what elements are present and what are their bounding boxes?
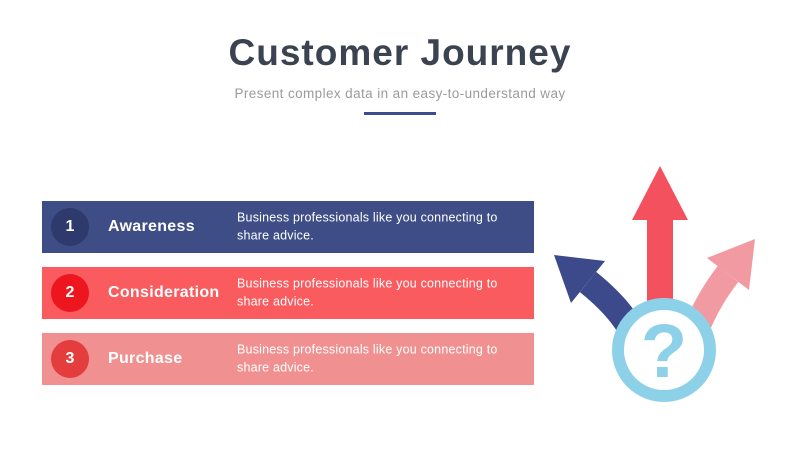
question-mark-icon: ?: [641, 309, 687, 394]
step-description: Business professionals like you connecti…: [237, 209, 527, 245]
step-description-line: share advice.: [237, 228, 314, 242]
step-label: Awareness: [108, 218, 195, 235]
right-arrow-head-icon: [707, 239, 755, 290]
step-description-line: Business professionals like you connecti…: [237, 210, 498, 225]
journey-step-awareness: 1 Awareness Business professionals like …: [42, 201, 534, 253]
title-divider: [364, 111, 436, 115]
page-title: Customer Journey: [228, 32, 572, 73]
step-label: Purchase: [108, 350, 183, 367]
step-description-line: share advice.: [237, 294, 314, 308]
three-way-arrows-question-icon: ?: [554, 166, 755, 402]
step-description-line: share advice.: [237, 360, 314, 374]
slide-header: Customer Journey Present complex data in…: [0, 32, 800, 115]
question-circle: [612, 298, 716, 402]
journey-step-consideration: 2 Consideration Business professionals l…: [42, 267, 534, 319]
step-number-badge: 3: [51, 340, 89, 378]
step-description: Business professionals like you connecti…: [237, 275, 527, 311]
step-description-line: Business professionals like you connecti…: [237, 342, 498, 357]
step-description: Business professionals like you connecti…: [237, 341, 527, 377]
step-label: Consideration: [108, 284, 220, 301]
journey-step-purchase: 3 Purchase Business professionals like y…: [42, 333, 534, 385]
step-number-badge: 1: [51, 208, 89, 246]
page-subtitle: Present complex data in an easy-to-under…: [234, 85, 566, 101]
up-arrow-icon: [632, 166, 688, 340]
step-number-badge: 2: [51, 274, 89, 312]
step-description-line: Business professionals like you connecti…: [237, 276, 498, 291]
left-arrow-head-icon: [554, 255, 605, 303]
journey-steps: 1 Awareness Business professionals like …: [42, 201, 534, 399]
decision-arrows-illustration: ?: [548, 162, 778, 407]
